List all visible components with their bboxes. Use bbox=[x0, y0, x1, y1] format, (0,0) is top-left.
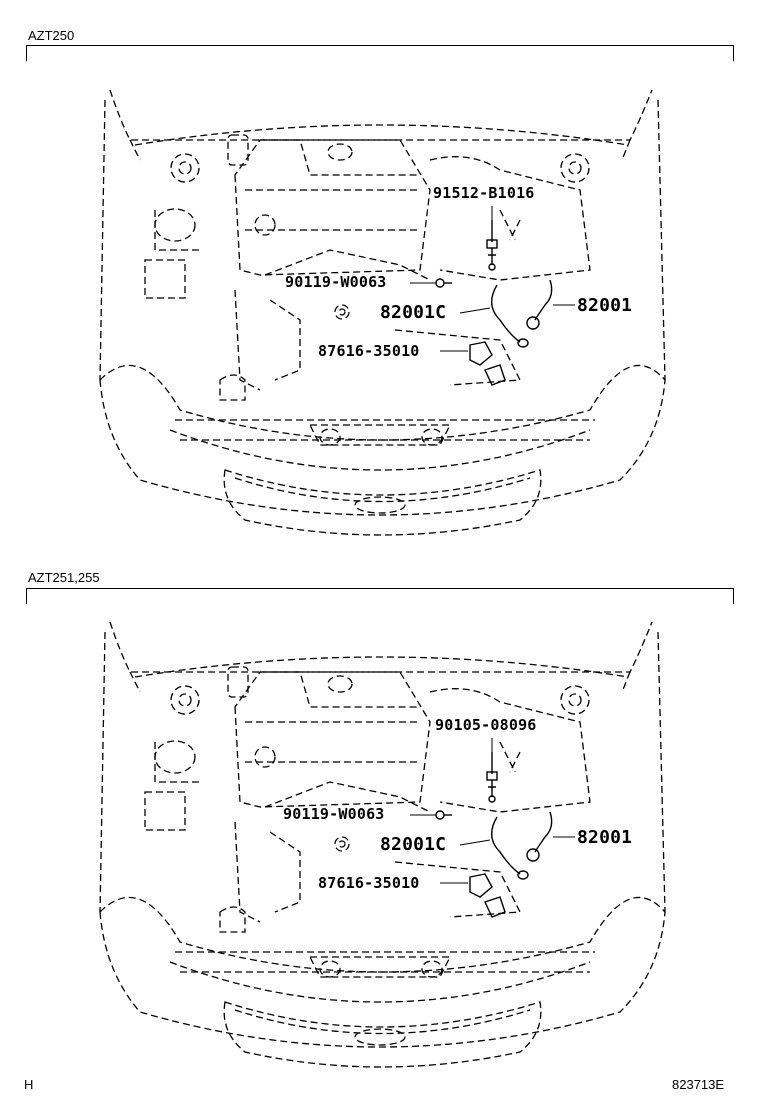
section-2-frame-line bbox=[26, 588, 734, 589]
footer-drawing-number: 823713E bbox=[672, 1077, 725, 1092]
part-label-bolt-2: 90119-W0063 bbox=[283, 805, 385, 823]
section-1-frame-tick-left bbox=[26, 45, 27, 61]
engine-bay-diagram-1: 91512-B1016 90119-W0063 82001C 82001 876… bbox=[0, 80, 760, 580]
part-label-bolt-1: 90119-W0063 bbox=[285, 273, 387, 291]
part-label-top-bolt-2: 90105-08096 bbox=[435, 716, 537, 734]
section-2-frame-tick-right bbox=[733, 588, 734, 604]
part-label-top-bolt-1: 91512-B1016 bbox=[433, 184, 535, 202]
section-2-frame-tick-left bbox=[26, 588, 27, 604]
part-label-sensor-2: 82001 bbox=[577, 827, 633, 848]
part-label-clamp-1: 87616-35010 bbox=[318, 342, 420, 360]
engine-bay-diagram-2: 90105-08096 90119-W0063 82001C 82001 876… bbox=[0, 612, 760, 1112]
engine-bay-drawing-1 bbox=[99, 89, 666, 536]
part-label-sensor-c-1: 82001C bbox=[380, 302, 447, 323]
part-label-clamp-2: 87616-35010 bbox=[318, 874, 420, 892]
section-1-frame-line bbox=[26, 45, 734, 46]
part-label-sensor-1: 82001 bbox=[577, 295, 633, 316]
section-1-model-label: AZT250 bbox=[28, 28, 75, 43]
section-2-model-label: AZT251,255 bbox=[28, 570, 100, 585]
footer-left-code: H bbox=[24, 1077, 34, 1092]
part-label-sensor-c-2: 82001C bbox=[380, 834, 447, 855]
engine-bay-drawing-2 bbox=[99, 621, 666, 1068]
section-1-frame-tick-right bbox=[733, 45, 734, 61]
